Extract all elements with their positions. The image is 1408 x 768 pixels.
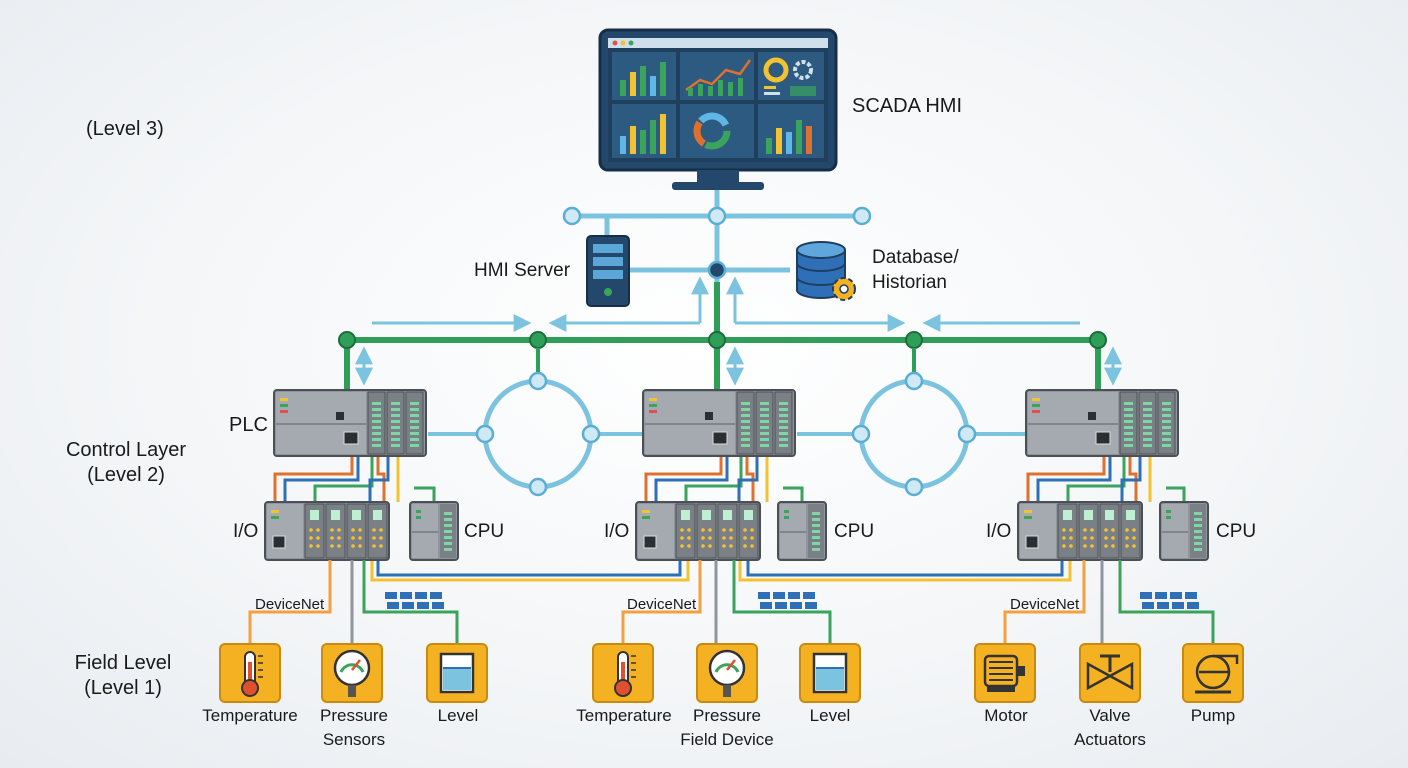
io-module-rack (264, 501, 390, 561)
control-layer-title: Control Layer (65, 439, 187, 461)
pressure-label: Pressure (319, 706, 389, 725)
bus-node (338, 331, 356, 349)
actuators-label: Actuators (1074, 730, 1146, 749)
network-node (852, 206, 872, 226)
devicenet-label: DeviceNet (255, 596, 325, 613)
scada-hmi-monitor (598, 28, 838, 190)
plc-rack (642, 389, 796, 457)
cpu-module (409, 501, 459, 561)
hmi-server-icon (586, 235, 630, 307)
pressure-gauge-icon (321, 643, 383, 703)
cpu-module (777, 501, 827, 561)
inter-station-wiring (370, 560, 1072, 582)
ring-network-left (428, 348, 643, 497)
motor-label: Motor (984, 706, 1028, 725)
io-label: I/O (604, 521, 630, 542)
pressure-gauge-icon (696, 643, 758, 703)
sensors-label: Sensors (322, 730, 386, 749)
control-layer-sub: (Level 2) (87, 464, 165, 486)
hmi-server-label: HMI Server (474, 260, 571, 281)
field-level-sub: (Level 1) (84, 677, 162, 699)
database-label-line2: Historian (872, 272, 947, 293)
level-label: Level (809, 706, 851, 725)
field-wiring (248, 560, 1215, 644)
plc-rack (273, 389, 427, 457)
io-module-rack (635, 501, 761, 561)
field-device-label: Field Device (680, 730, 774, 749)
devicenet-label: DeviceNet (1010, 596, 1080, 613)
database-label-line1: Database/ (872, 247, 959, 268)
bus-node (1089, 331, 1107, 349)
plc-io-wiring (644, 456, 804, 502)
field-level-title: Field Level (74, 652, 172, 674)
data-flow-arrows (355, 276, 1122, 386)
database-historian-icon (796, 241, 856, 301)
cpu-label: CPU (464, 521, 505, 542)
level3-label: (Level 3) (86, 118, 164, 140)
valve-icon (1079, 643, 1141, 703)
thermometer-icon (592, 643, 654, 703)
network-switch-node (707, 260, 727, 280)
scada-hmi-label: SCADA HMI (852, 95, 963, 117)
cpu-module (1159, 501, 1209, 561)
temperature-label: Temperature (202, 706, 298, 725)
devicenet-label: DeviceNet (627, 596, 697, 613)
level-tank-icon (799, 643, 861, 703)
ring-network-right (797, 348, 1025, 497)
network-node (707, 206, 727, 226)
valve-label: Valve (1089, 706, 1131, 725)
plc-io-wiring (273, 456, 436, 502)
cpu-label: CPU (1216, 521, 1257, 542)
temperature-label: Temperature (576, 706, 672, 725)
bus-node (905, 331, 923, 349)
cpu-label: CPU (834, 521, 875, 542)
pressure-label: Pressure (692, 706, 762, 725)
plc-label: PLC (229, 414, 268, 436)
fieldbus-marker (385, 592, 1199, 609)
plc-io-wiring (1026, 456, 1186, 502)
level-label: Level (437, 706, 479, 725)
io-module-rack (1017, 501, 1143, 561)
plc-rack (1025, 389, 1179, 457)
io-label: I/O (986, 521, 1012, 542)
motor-icon (974, 643, 1036, 703)
level-tank-icon (426, 643, 488, 703)
bus-node (708, 331, 726, 349)
io-label: I/O (233, 521, 259, 542)
thermometer-icon (219, 643, 281, 703)
bus-node (529, 331, 547, 349)
pump-label: Pump (1190, 706, 1236, 725)
pump-icon (1182, 643, 1244, 703)
network-node (562, 206, 582, 226)
